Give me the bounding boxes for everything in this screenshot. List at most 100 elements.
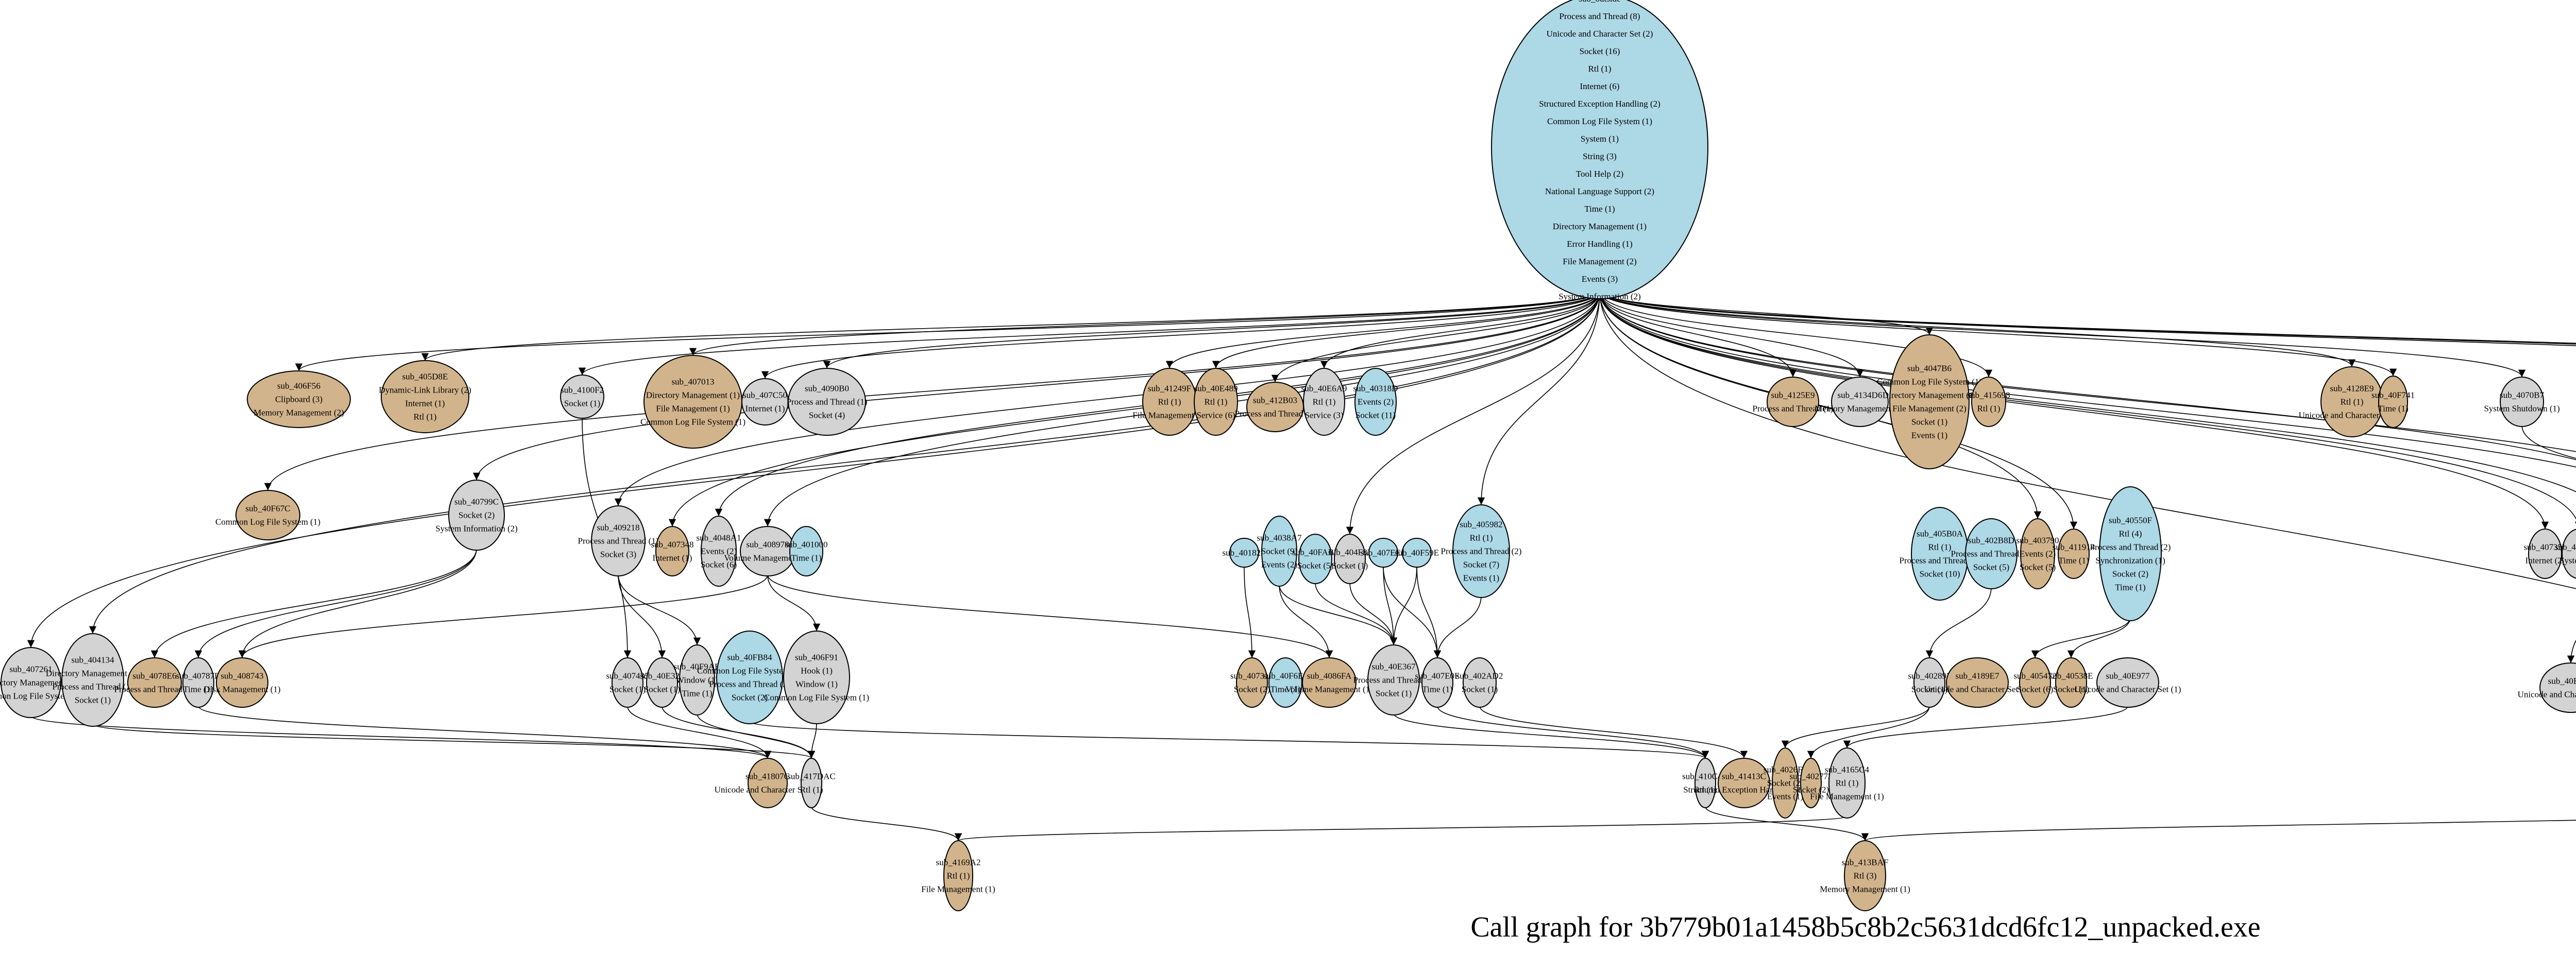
node-function-name: sub_406F91 — [795, 653, 838, 662]
node-api-category: Directory Management (1) — [1553, 222, 1647, 231]
edge-path — [198, 706, 771, 759]
node-function-name: sub_405982 — [1460, 520, 1502, 530]
node-api-category: Internet (1) — [653, 553, 692, 563]
edge-path — [2567, 640, 2576, 663]
edge-path — [614, 291, 1600, 506]
edge-path — [767, 574, 821, 632]
node-shape — [591, 505, 646, 576]
node-api-category: Process and Thread (2) — [1441, 547, 1522, 556]
node-shape — [646, 657, 678, 708]
function-node[interactable]: sub_outsideProcess and Thread (8)Unicode… — [1491, 0, 1708, 301]
node-function-name: sub_406F56 — [277, 381, 320, 391]
node-function-name: sub_402892 — [1908, 671, 1951, 681]
function-node[interactable]: sub_407EEE — [1361, 538, 1406, 568]
node-function-name: sub_413BAF — [1842, 858, 1889, 867]
function-node[interactable]: sub_40182E — [1223, 538, 1266, 568]
node-api-category: File Management (2) — [1892, 404, 1967, 414]
function-node[interactable]: sub_40E8A5Unicode and Character Set (1) — [2518, 662, 2576, 713]
function-node[interactable]: sub_40F59E — [1395, 538, 1439, 568]
edge-path — [1599, 291, 1864, 378]
call-edge — [1315, 582, 1398, 645]
node-function-name: sub_40FB84 — [727, 653, 772, 662]
node-shape — [1772, 747, 1799, 819]
node-api-category: Socket (11) — [1355, 411, 1396, 420]
node-shape — [1303, 368, 1345, 436]
node-api-category: Rtl (1) — [947, 871, 970, 881]
edge-path — [689, 291, 1600, 356]
node-shape — [788, 368, 866, 436]
node-api-category: Events (1) — [1767, 792, 1803, 802]
function-node[interactable]: sub_407261Directory Management (1)Common… — [0, 647, 83, 718]
node-shape — [643, 355, 742, 449]
node-function-name: sub_40550F — [2109, 516, 2152, 525]
call-edge — [1433, 595, 1482, 658]
node-api-category: Socket (2) — [1234, 685, 1270, 694]
edge-path — [627, 706, 772, 759]
function-node[interactable]: sub_40E9DBSystem (1) — [2555, 529, 2576, 579]
